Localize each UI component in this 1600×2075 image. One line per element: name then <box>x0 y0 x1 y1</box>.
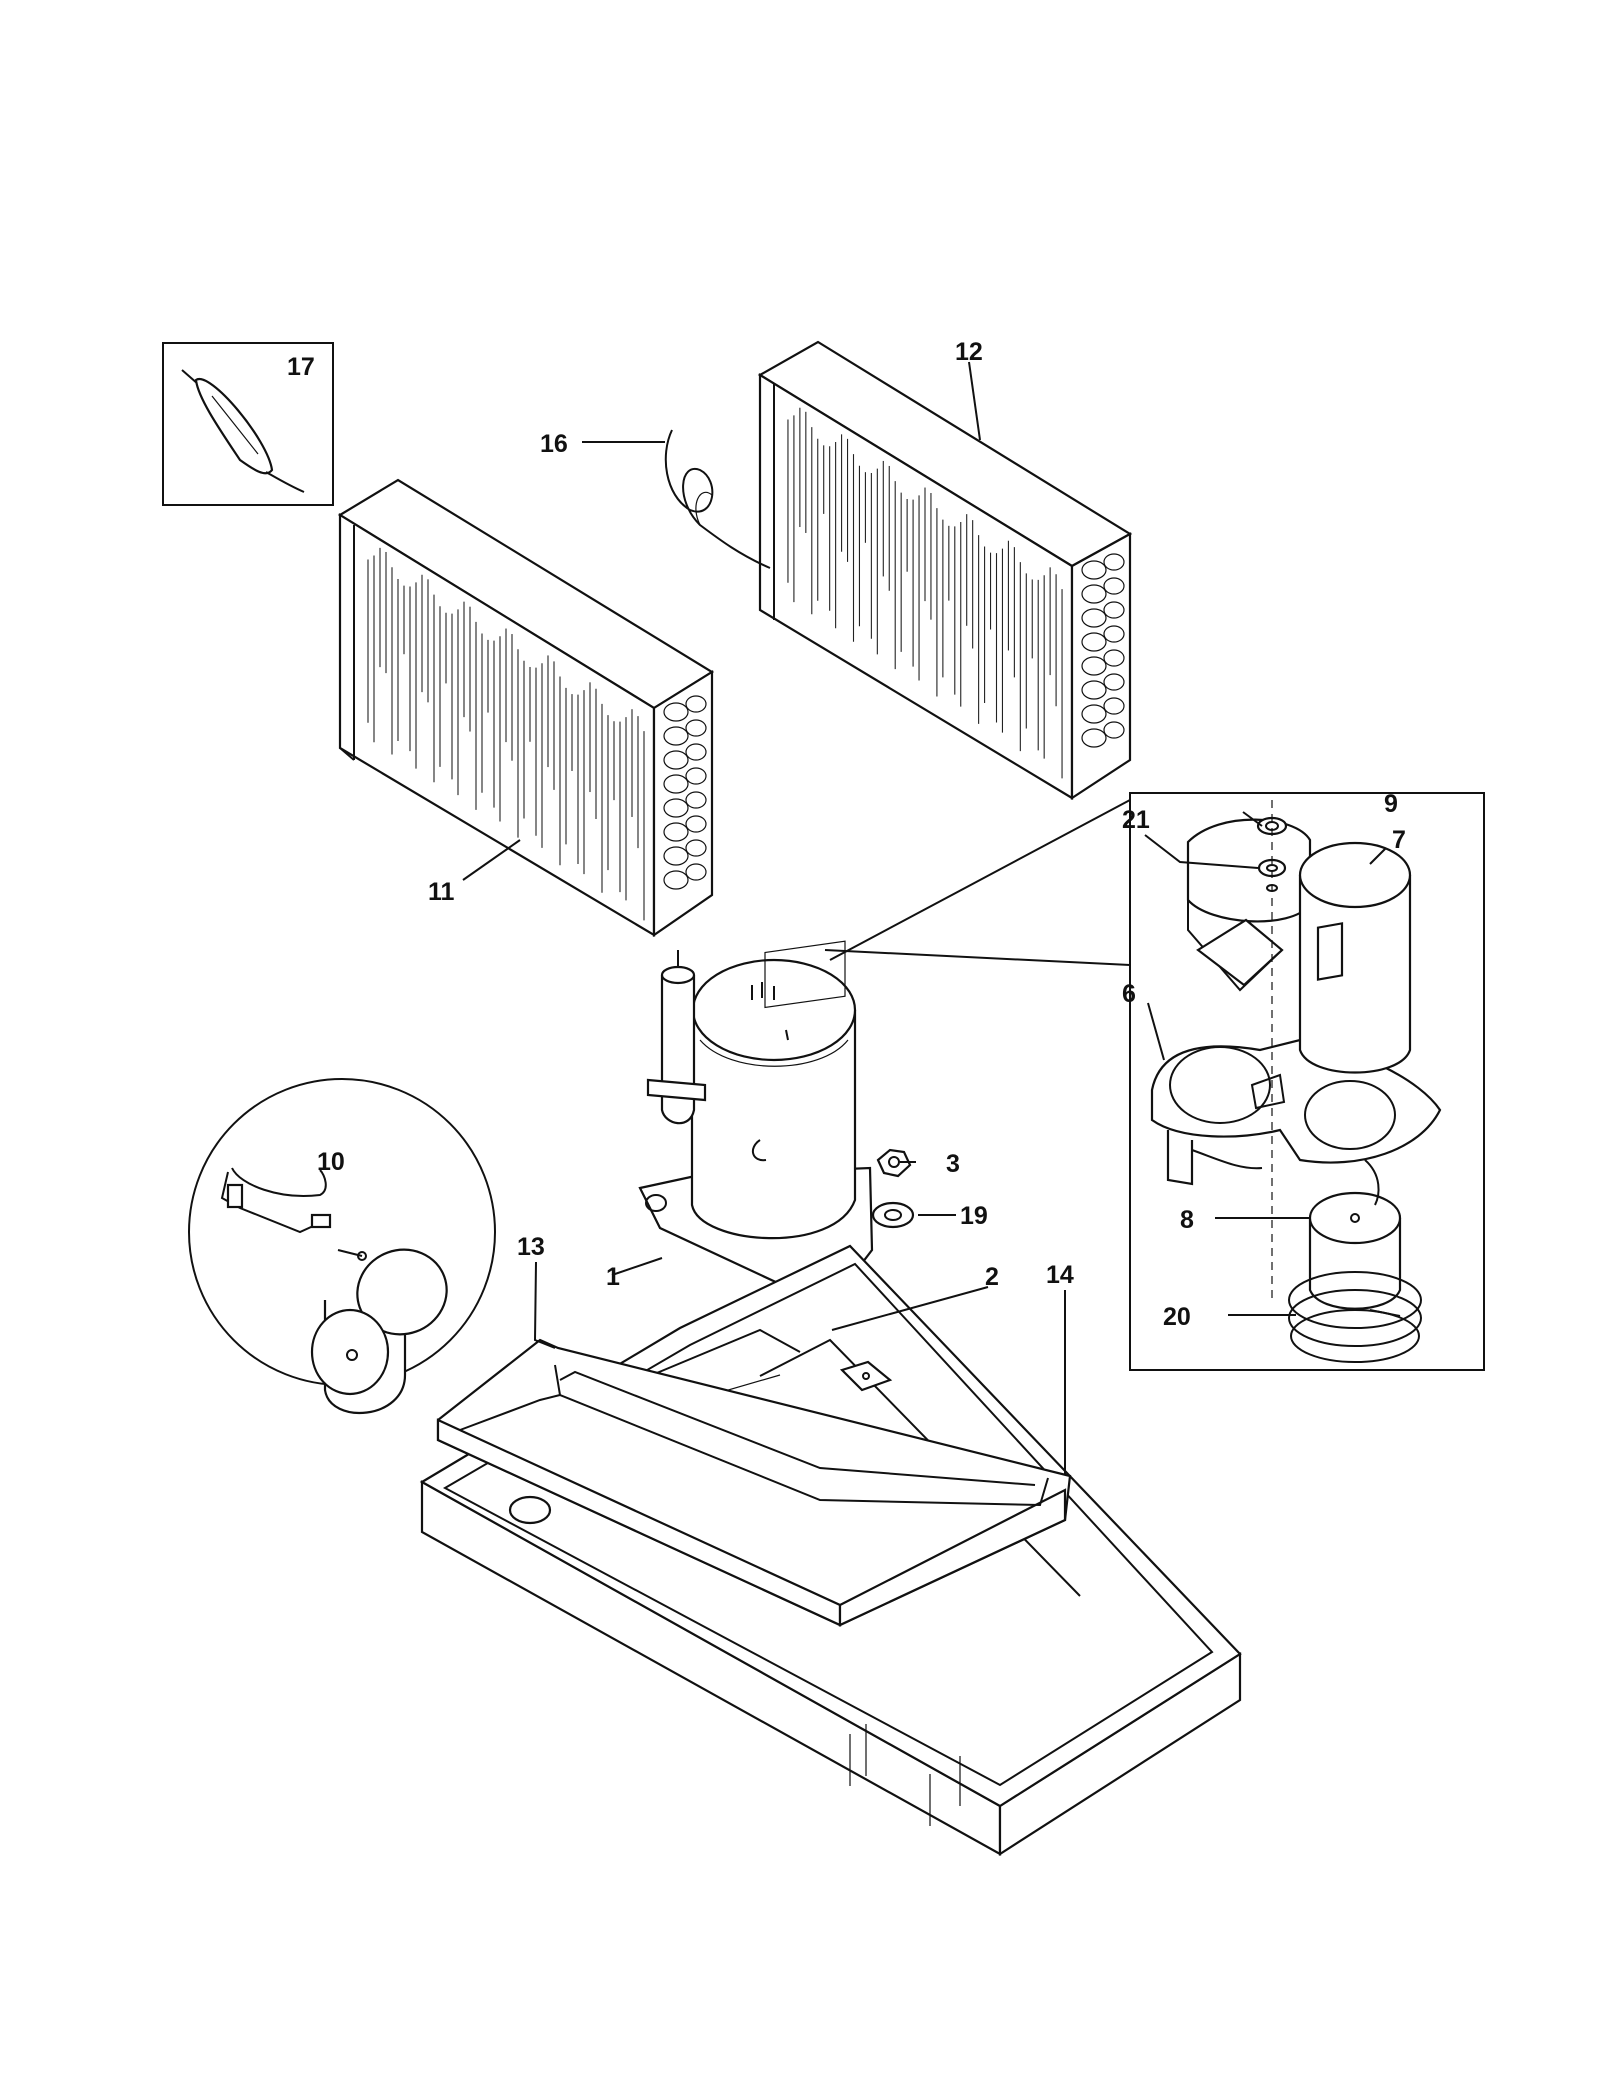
callout-12: 12 <box>955 338 983 366</box>
washer-19 <box>871 1201 915 1229</box>
nut-3 <box>876 1148 912 1178</box>
callout-7: 7 <box>1392 826 1406 854</box>
drain-tray-13 <box>436 1338 1072 1627</box>
callout-3: 3 <box>946 1150 960 1178</box>
callout-19: 19 <box>960 1202 988 1230</box>
callout-1: 1 <box>606 1263 620 1291</box>
compressor-1 <box>638 940 874 1300</box>
callout-9: 9 <box>1384 790 1398 818</box>
inset-box-capacitor <box>1129 792 1485 1371</box>
callout-8: 8 <box>1180 1206 1194 1234</box>
capillary-tube-16 <box>664 429 771 569</box>
callout-11: 11 <box>428 878 455 906</box>
leader-lines <box>462 361 1387 1475</box>
callout-2: 2 <box>985 1263 999 1291</box>
inset-box-17 <box>162 342 334 506</box>
callout-21: 21 <box>1122 806 1150 834</box>
callout-13: 13 <box>517 1233 545 1261</box>
callout-6: 6 <box>1122 980 1136 1008</box>
inset-circle-10 <box>188 1078 496 1414</box>
coil-12 <box>757 340 1133 801</box>
callout-17: 17 <box>287 353 315 381</box>
coil-11 <box>337 478 715 938</box>
callout-16: 16 <box>540 430 568 458</box>
callout-14: 14 <box>1046 1261 1074 1289</box>
callout-10: 10 <box>317 1148 345 1176</box>
callout-20: 20 <box>1163 1303 1191 1331</box>
